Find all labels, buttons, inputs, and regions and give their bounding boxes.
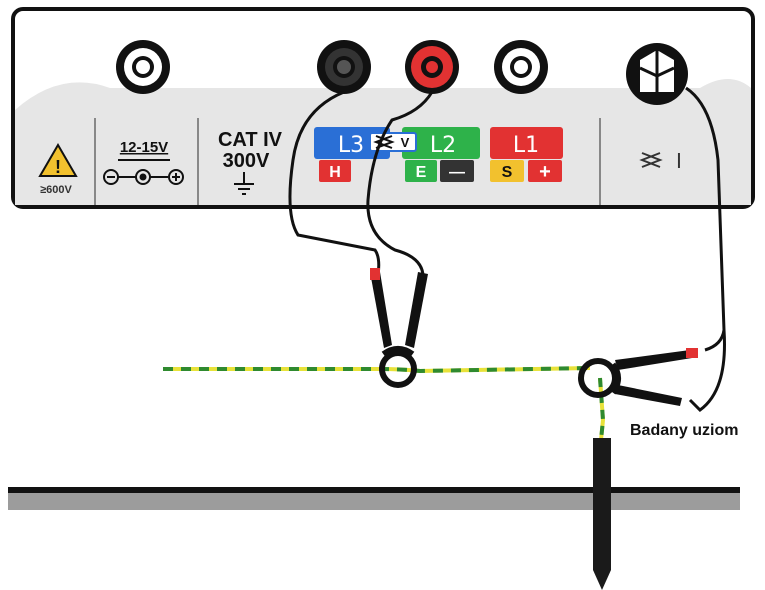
terminal-l2-label: L2 — [430, 133, 456, 158]
clamp-v-label: V — [401, 135, 410, 150]
terminal-e-label: E — [416, 164, 427, 181]
dc-polarity-icon — [103, 159, 184, 185]
right-current-clamp — [578, 348, 698, 406]
dc-input-label: 12-15V — [120, 139, 168, 156]
ground-surface — [8, 492, 740, 510]
terminal-e-badge — [405, 160, 437, 182]
warning-voltage: ≥600V — [40, 184, 72, 196]
terminal-plus-badge — [528, 160, 562, 182]
category-voltage: 300V — [223, 150, 270, 172]
terminal-l1-badge — [490, 127, 563, 159]
terminal-minus-badge — [440, 160, 474, 182]
terminal-l2-badge — [402, 127, 480, 159]
terminal-l1-label: L1 — [513, 133, 539, 158]
socket-red[interactable] — [405, 40, 459, 94]
terminal-minus-label: — — [449, 164, 465, 181]
cable-wires — [288, 86, 726, 412]
terminal-h-badge — [319, 160, 351, 182]
clamp-current-label: I — [676, 149, 682, 173]
left-current-clamp — [370, 268, 428, 388]
electrode-label: Badany uziom — [630, 422, 738, 439]
clamp-socket-icon[interactable] — [626, 43, 688, 105]
terminal-plus-label: + — [539, 161, 551, 183]
ground-symbol-icon — [234, 172, 254, 195]
socket-black[interactable] — [317, 40, 371, 94]
warning-triangle-icon: ! — [38, 143, 78, 177]
terminal-s-badge — [490, 160, 524, 182]
socket-white-right[interactable] — [494, 40, 548, 94]
terminal-s-label: S — [502, 164, 513, 181]
category-label: CAT IV — [218, 129, 283, 151]
earth-electrode-rod — [593, 438, 611, 590]
socket-white-left[interactable] — [116, 40, 170, 94]
clamp-symbol-icon — [639, 152, 663, 168]
svg-text:!: ! — [55, 157, 61, 177]
terminal-h-label: H — [329, 164, 341, 181]
terminal-l3-label: L3 — [338, 133, 364, 158]
